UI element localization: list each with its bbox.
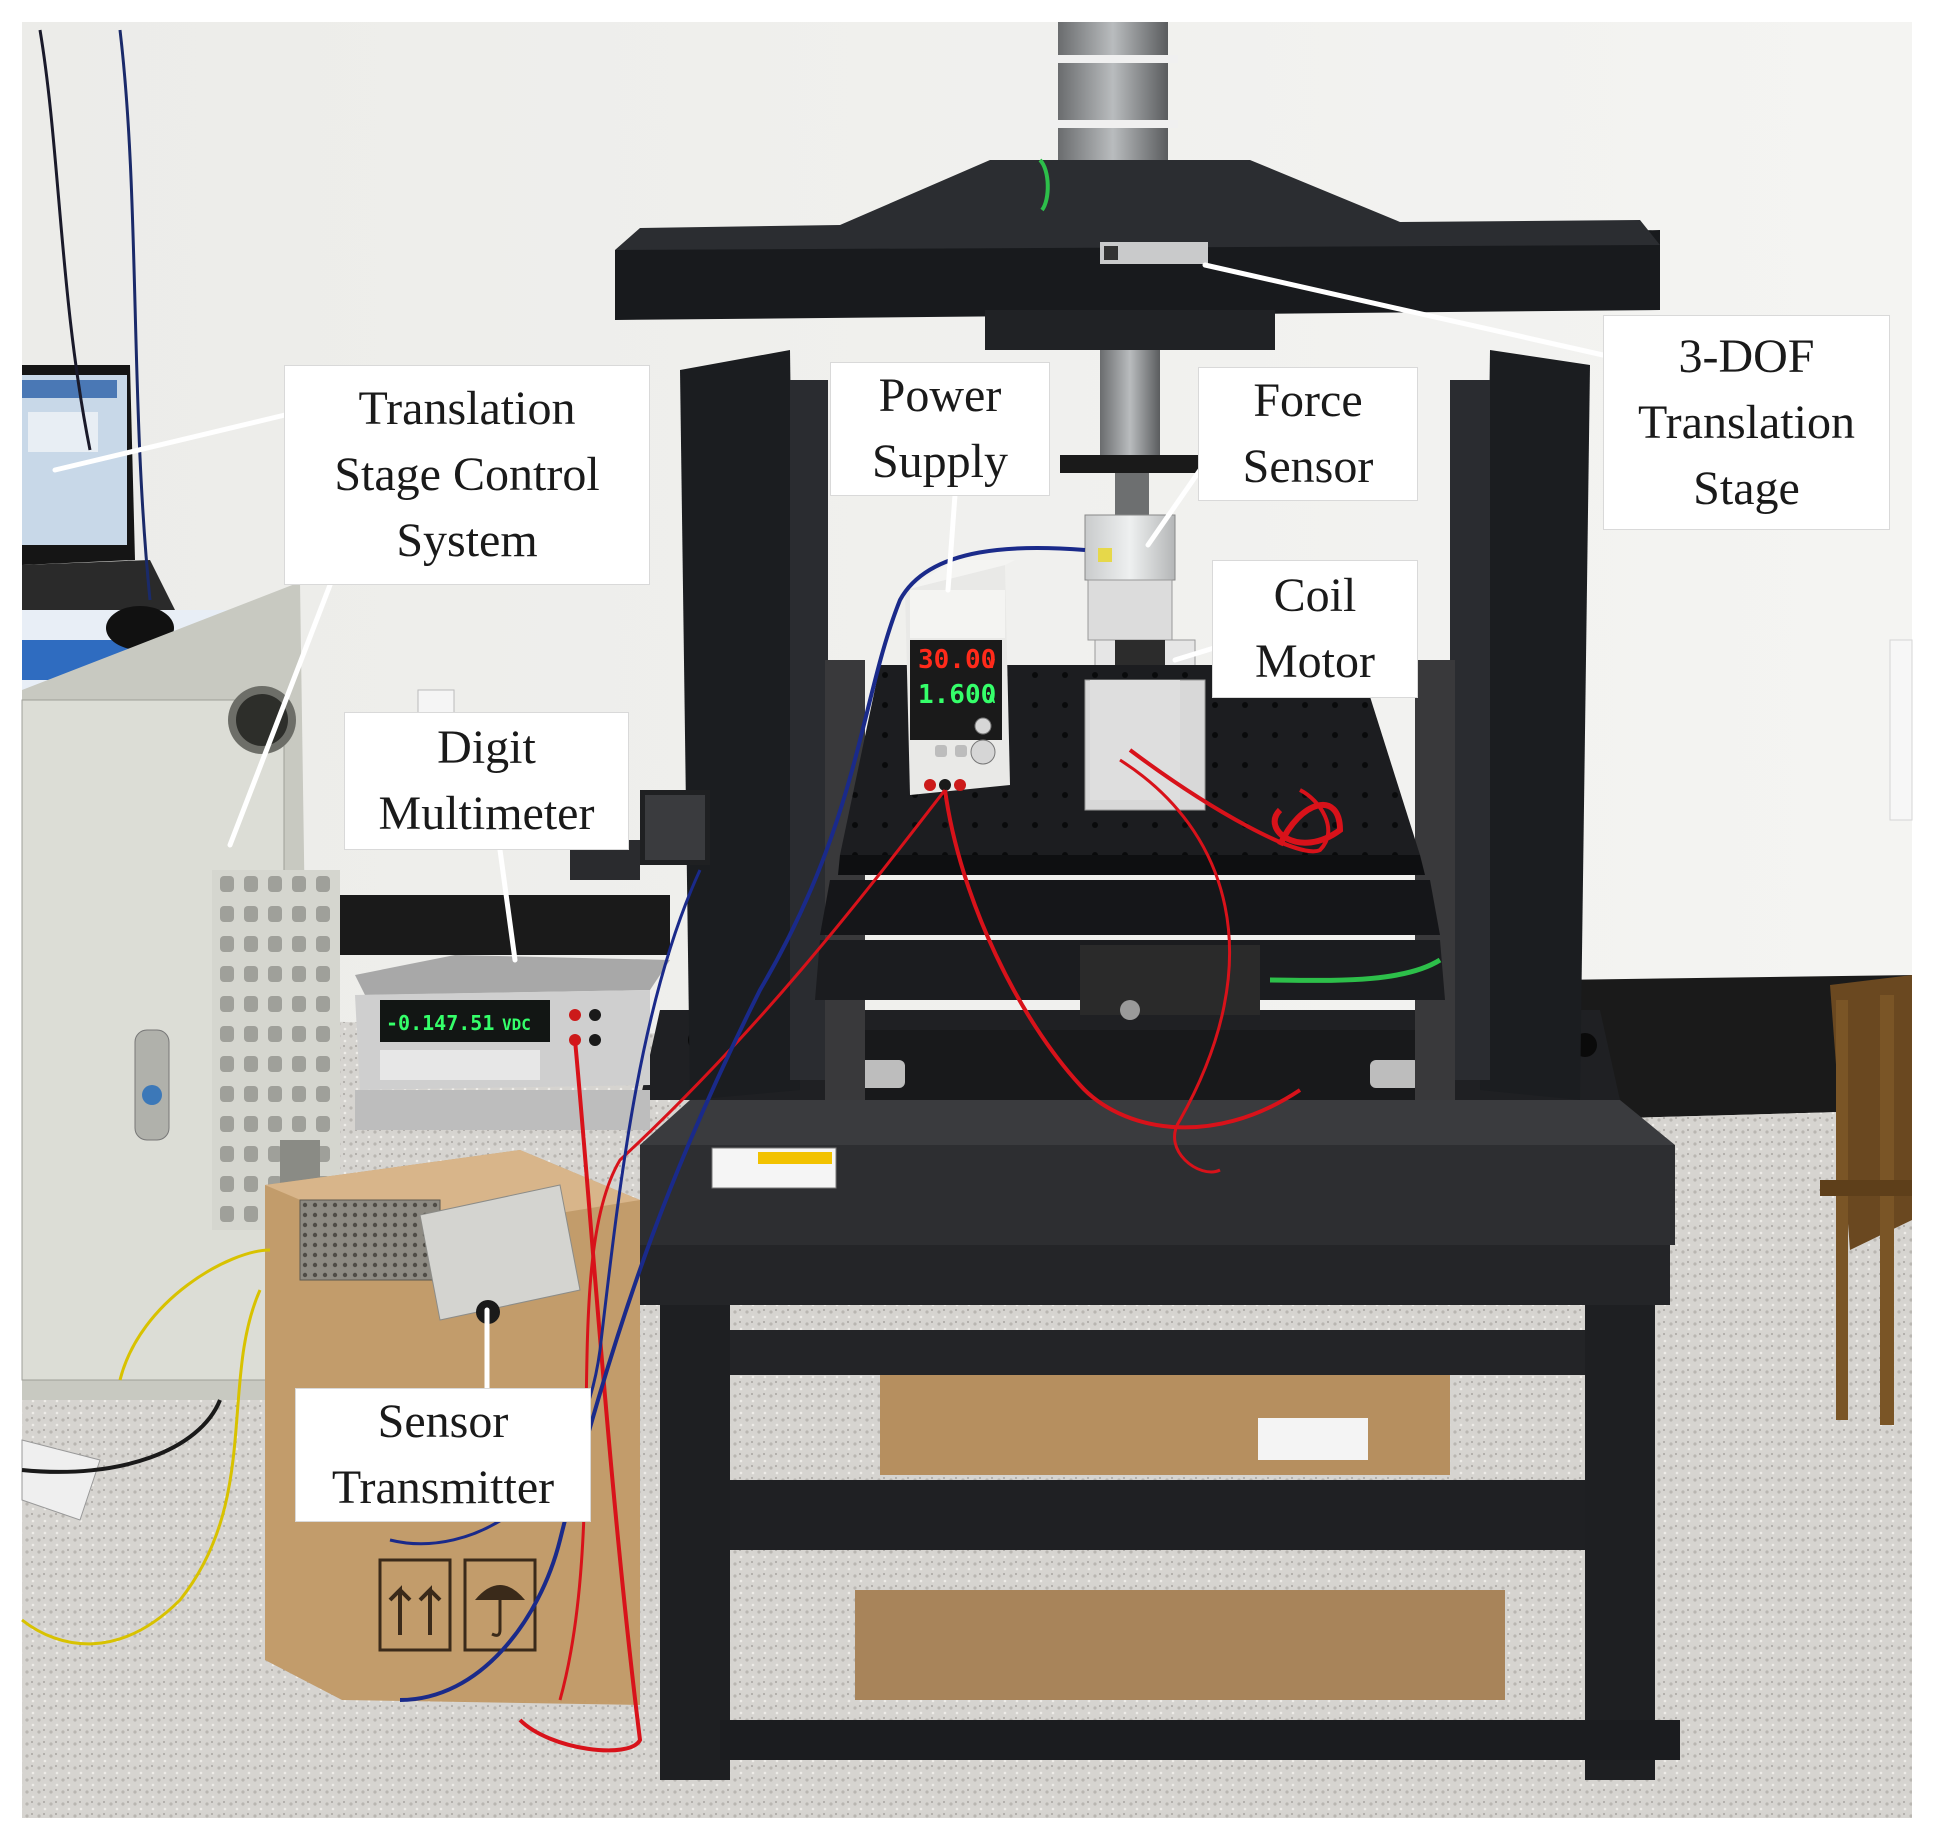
cables bbox=[21, 29, 1442, 1753]
callout-digit-multimeter-line-1: Digit bbox=[437, 721, 536, 774]
lcd-readouts: 30.00 V 1.600 A -0.147.51 VDC bbox=[386, 645, 996, 1035]
callout-power-supply-line-1: Power bbox=[878, 369, 1002, 422]
callout-three-dof-stage-line-2: Translation bbox=[1638, 395, 1855, 449]
callout-sensor-transmitter-line-1: Sensor bbox=[377, 1395, 509, 1448]
machine-stand bbox=[640, 1100, 1680, 1780]
power-supply-current-unit: A bbox=[988, 692, 996, 706]
leader-force-sensor bbox=[1145, 467, 1203, 548]
leader-power-supply bbox=[945, 492, 958, 593]
callout-three-dof-stage-line-3: Stage bbox=[1693, 461, 1800, 515]
callout-force-sensor-line-2: Sensor bbox=[1242, 440, 1374, 493]
callout-force-sensor-line-1: Force bbox=[1253, 374, 1363, 427]
callout-coil-motor: Coil Motor bbox=[1212, 560, 1418, 698]
carton-arrow-icon bbox=[378, 1558, 452, 1652]
callout-translation-stage-control-line-2: Stage Control bbox=[334, 448, 600, 501]
leader-three-dof-stage bbox=[1202, 262, 1606, 358]
callout-digit-multimeter: Digit Multimeter bbox=[344, 712, 629, 850]
callout-three-dof-translation-stage: 3-DOF Translation Stage bbox=[1603, 315, 1890, 530]
gantry-crossbeam bbox=[615, 160, 1660, 350]
callout-power-supply: Power Supply bbox=[830, 362, 1050, 496]
z-column bbox=[1050, 22, 1178, 182]
base-plate bbox=[640, 1010, 1620, 1100]
wooden-chair bbox=[1820, 975, 1912, 1425]
leader-translation-stage-control-cabinet bbox=[227, 582, 333, 848]
callout-translation-stage-control-line-3: System bbox=[396, 514, 538, 567]
leader-translation-stage-control bbox=[52, 412, 288, 473]
power-strip bbox=[21, 1439, 101, 1521]
callout-coil-motor-line-2: Motor bbox=[1255, 635, 1375, 688]
callout-translation-stage-control-system: Translation Stage Control System bbox=[284, 365, 650, 585]
callout-coil-motor-line-1: Coil bbox=[1273, 569, 1357, 622]
power-supply-voltage-readout: 30.00 bbox=[918, 645, 996, 675]
multimeter-readout: -0.147.51 bbox=[386, 1011, 494, 1035]
power-supply-current-readout: 1.600 bbox=[918, 680, 996, 710]
digital-multimeter bbox=[355, 955, 670, 1130]
callout-three-dof-stage-line-1: 3-DOF bbox=[1678, 329, 1815, 383]
callout-force-sensor: Force Sensor bbox=[1198, 367, 1418, 501]
callout-digit-multimeter-line-2: Multimeter bbox=[378, 787, 595, 840]
callout-power-supply-line-2: Supply bbox=[871, 435, 1009, 488]
callout-translation-stage-control-line-1: Translation bbox=[358, 382, 576, 435]
spindle bbox=[1060, 350, 1200, 518]
callout-sensor-transmitter: Sensor Transmitter bbox=[295, 1388, 591, 1522]
dc-power-supply bbox=[905, 560, 1015, 795]
power-supply-voltage-unit: V bbox=[988, 657, 995, 671]
leader-digit-multimeter bbox=[497, 847, 518, 963]
callout-sensor-transmitter-line-2: Transmitter bbox=[331, 1461, 555, 1514]
stepper-motor bbox=[570, 790, 710, 880]
callout-leader-lines bbox=[52, 262, 1606, 1393]
multimeter-unit: VDC bbox=[502, 1015, 531, 1034]
